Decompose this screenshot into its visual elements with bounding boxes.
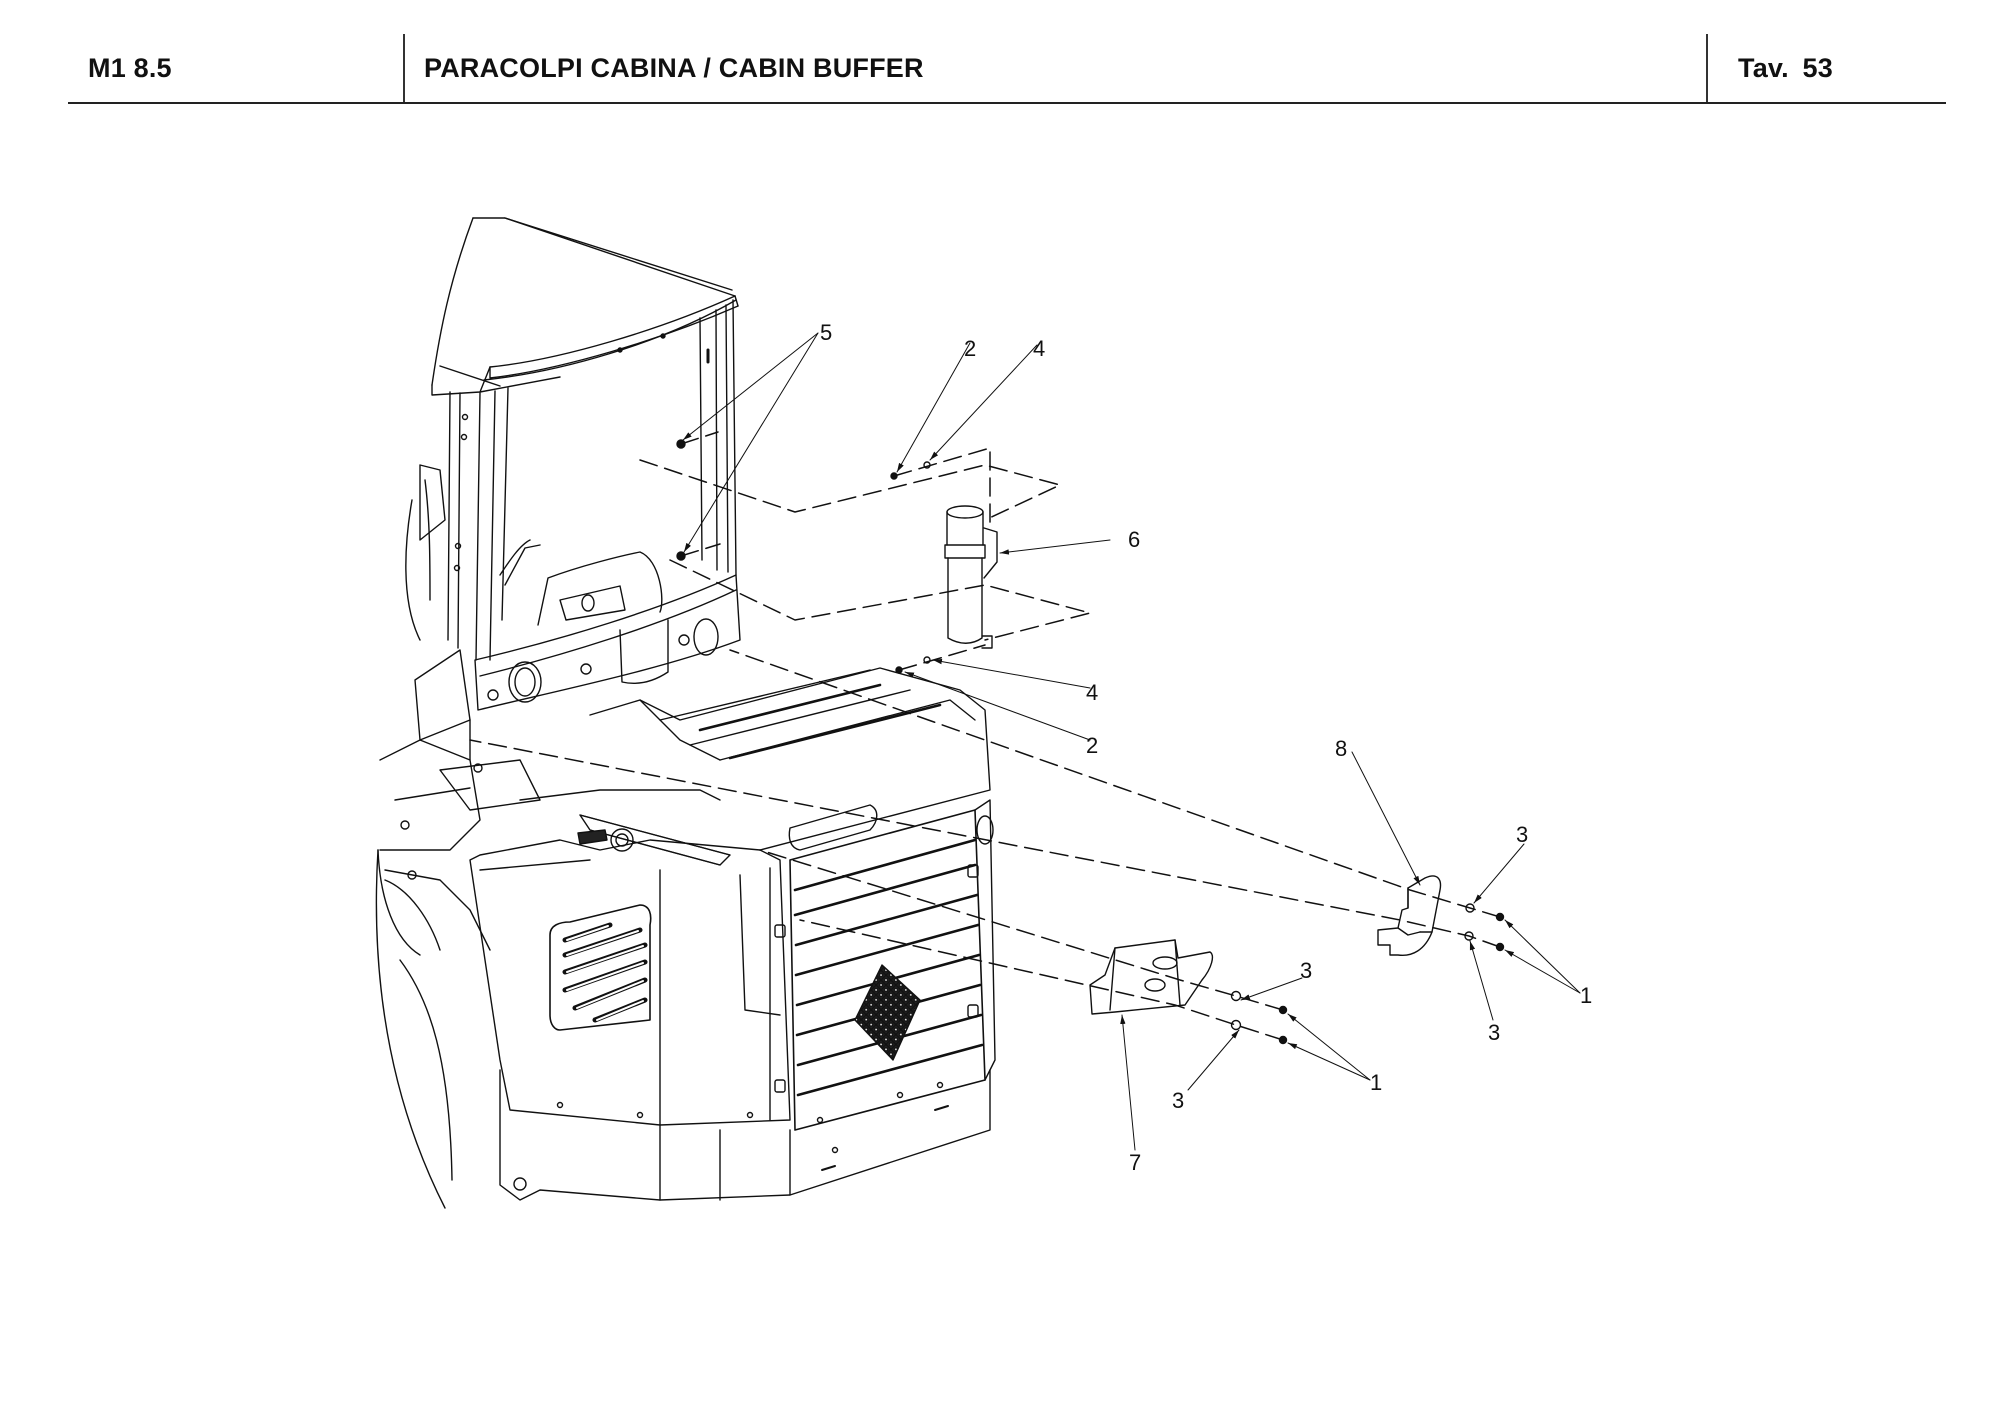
callout-3-left-top: 3 [1300, 958, 1312, 983]
page-header: M1 8.5 PARACOLPI CABINA / CABIN BUFFER T… [68, 34, 1946, 104]
callout-4-top: 4 [1033, 336, 1045, 361]
grille-mesh-emblem [854, 964, 921, 1061]
assembly-lines [469, 431, 1501, 1041]
left-buffer [1089, 939, 1214, 1015]
model-code: M1 8.5 [88, 52, 172, 83]
callout-5: 5 [820, 320, 832, 345]
callout-1-left: 1 [1370, 1070, 1382, 1095]
callout-3-right-top: 3 [1516, 822, 1528, 847]
callout-7: 7 [1129, 1150, 1141, 1175]
callout-2-bottom: 2 [1086, 733, 1098, 758]
callout-3-right-bottom: 3 [1488, 1020, 1500, 1045]
holder-cylinder [944, 505, 998, 649]
callout-3-left-bottom: 3 [1172, 1088, 1184, 1113]
right-buffer [1377, 875, 1442, 957]
callout-4-bottom: 4 [1086, 680, 1098, 705]
callout-6: 6 [1128, 527, 1140, 552]
callout-labels: 5 2 4 6 4 2 8 3 3 1 3 3 1 7 [820, 320, 1592, 1175]
callout-2-top: 2 [964, 336, 976, 361]
front-dash-panel [405, 464, 741, 711]
front-grille-bars [793, 838, 984, 1097]
cabin-frame [431, 217, 739, 661]
table-number: Tav. 53 [1738, 52, 1833, 83]
header-divider [403, 34, 405, 102]
leader-lines [682, 332, 1581, 1151]
callout-1-right: 1 [1580, 983, 1592, 1008]
callout-8: 8 [1335, 736, 1347, 761]
chassis-left [375, 649, 541, 1209]
engine-hood [469, 667, 996, 1201]
page-title: PARACOLPI CABINA / CABIN BUFFER [424, 52, 924, 83]
header-divider [1706, 34, 1708, 102]
